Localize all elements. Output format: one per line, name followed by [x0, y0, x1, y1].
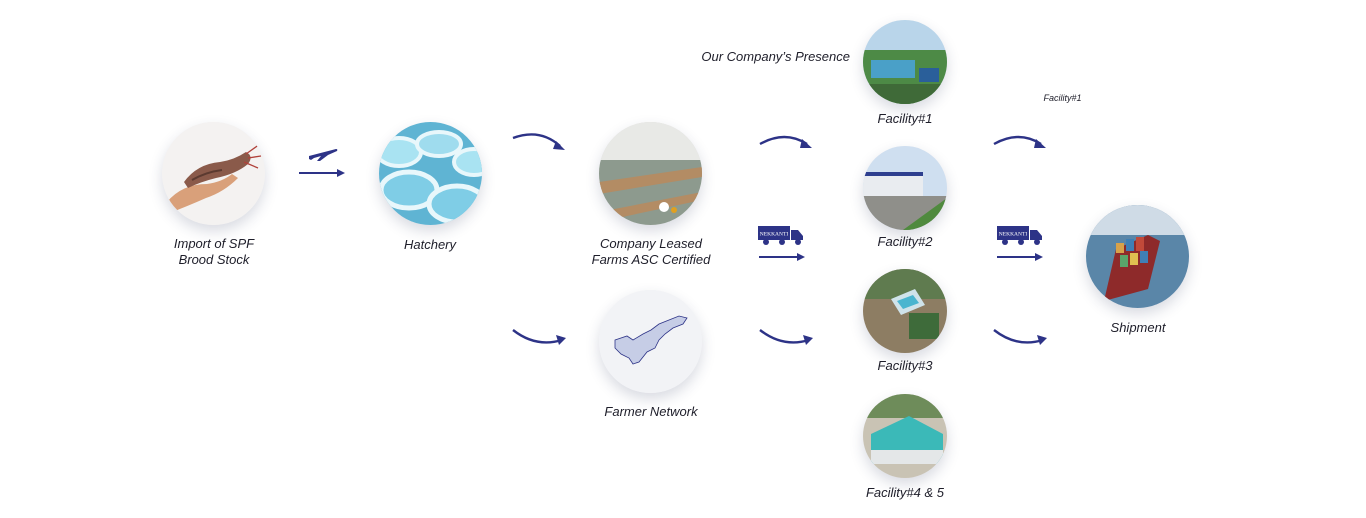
facility1-label: Facility#1: [877, 111, 933, 126]
leased-farms-label-line2: Farms ASC Certified: [591, 252, 711, 267]
arrow-hatchery-to-farms: [512, 133, 565, 150]
arrow-facility2-to-shipment: [997, 253, 1043, 261]
arrow-farms-to-facility1: [759, 135, 812, 148]
arrow-import-to-hatchery: [299, 169, 345, 177]
facility-note: Facility#1: [1043, 93, 1082, 103]
hatchery-label: Hatchery: [403, 237, 457, 252]
import-label-line1: Import of SPF: [173, 236, 255, 251]
farmer-network-label: Farmer Network: [604, 404, 698, 419]
import-brood-stock-image: [162, 122, 265, 225]
hatchery-image: [379, 122, 482, 225]
truck-icon-1: NEKKANTI: [758, 226, 803, 245]
shipment-label: Shipment: [1110, 320, 1166, 335]
leased-farms-label-line1: Company Leased: [600, 236, 702, 251]
facility3-label: Facility#3: [877, 358, 933, 373]
facility2-label: Facility#2: [877, 234, 933, 249]
import-label-line2: Brood Stock: [178, 252, 250, 267]
airplane-icon: [309, 149, 338, 161]
arrow-hatchery-to-farmer-network: [512, 329, 566, 345]
facility45-image: [863, 394, 947, 478]
shipment-image: [1086, 205, 1189, 308]
arrow-farms-to-facility2: [759, 253, 805, 261]
leased-farms-image: [599, 122, 702, 225]
truck-brand-text-1: NEKKANTI: [760, 232, 789, 238]
facility1-image: [863, 20, 947, 104]
truck-icon-2: NEKKANTI: [997, 226, 1042, 245]
arrow-network-to-facility3: [759, 329, 813, 345]
arrow-facility1-to-shipment: [993, 135, 1046, 148]
facility45-label: Facility#4 & 5: [865, 485, 945, 500]
farmer-network-image: [599, 290, 702, 393]
arrow-facility3-to-shipment: [993, 329, 1047, 345]
facility3-image: [863, 269, 947, 353]
presence-title: Our Company’s Presence: [701, 49, 850, 64]
facility2-image: [863, 146, 947, 230]
truck-brand-text-2: NEKKANTI: [999, 232, 1028, 238]
